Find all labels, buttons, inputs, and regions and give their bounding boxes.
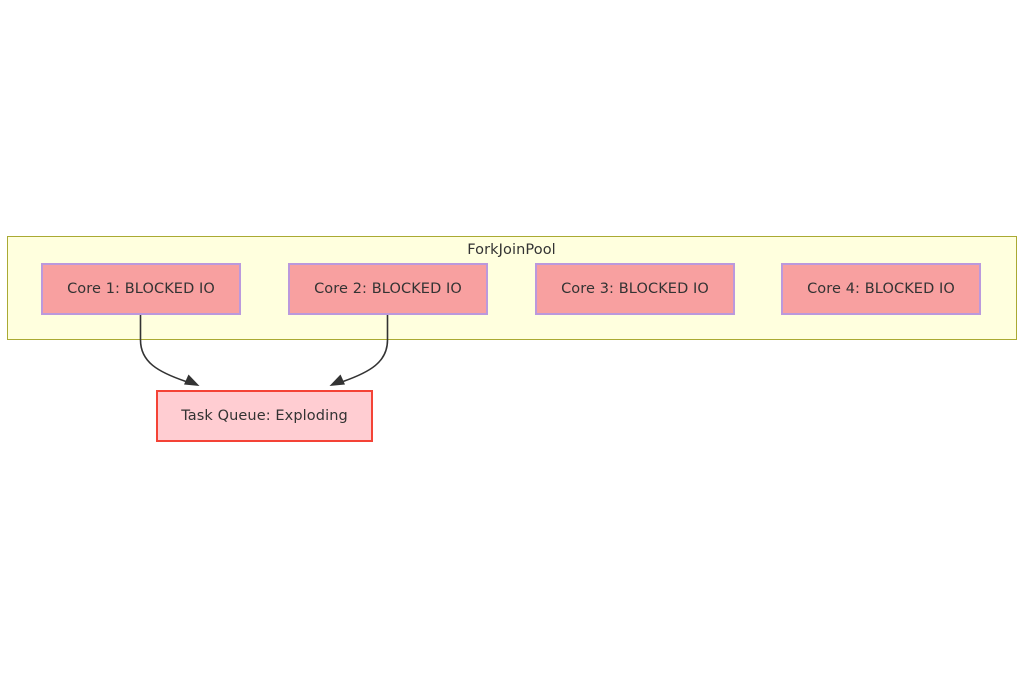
edge-core2-arrowhead bbox=[329, 374, 345, 386]
node-task-queue[interactable]: Task Queue: Exploding bbox=[156, 390, 373, 442]
node-core-1-label: Core 1: BLOCKED IO bbox=[67, 281, 215, 297]
edge-core1-arrowhead bbox=[184, 374, 200, 386]
cluster-label: ForkJoinPool bbox=[467, 242, 556, 258]
node-task-queue-label: Task Queue: Exploding bbox=[181, 408, 348, 424]
node-core-4-label: Core 4: BLOCKED IO bbox=[807, 281, 955, 297]
node-core-2[interactable]: Core 2: BLOCKED IO bbox=[288, 263, 488, 315]
node-core-4[interactable]: Core 4: BLOCKED IO bbox=[781, 263, 981, 315]
node-core-3-label: Core 3: BLOCKED IO bbox=[561, 281, 709, 297]
node-core-2-label: Core 2: BLOCKED IO bbox=[314, 281, 462, 297]
node-core-3[interactable]: Core 3: BLOCKED IO bbox=[535, 263, 735, 315]
node-core-1[interactable]: Core 1: BLOCKED IO bbox=[41, 263, 241, 315]
